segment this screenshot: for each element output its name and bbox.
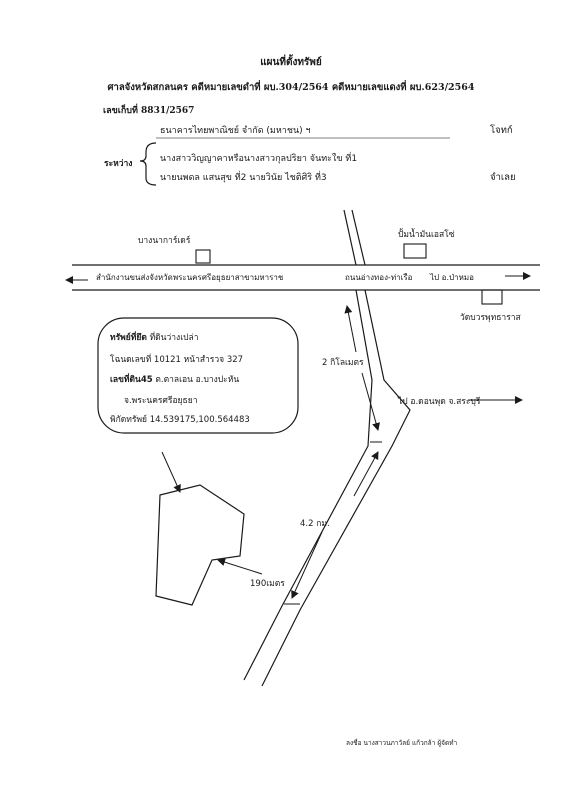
distance-2km: 2 กิโลเมตร — [322, 358, 364, 368]
dist-2km-arrow-down — [361, 372, 380, 431]
preparer-signature: ลงชื่อ นางสาวนภาวัลย์ แก้วกล้า ผู้จัดทำ — [346, 739, 458, 747]
property-plot — [155, 484, 245, 606]
property-info-box — [97, 317, 299, 434]
distance-4-2km: 4.2 กม. — [300, 519, 330, 529]
page-title: แผนที่ตั้งทรัพย์ — [260, 57, 322, 68]
property-title: ทรัพย์ที่ยึด ที่ดินว่างเปล่า — [110, 330, 198, 344]
dist-190m-arrow — [217, 558, 263, 575]
bangna-garden-marker — [195, 249, 211, 264]
dist-42km-arrow-up — [353, 451, 379, 497]
parties-bracket — [139, 142, 157, 186]
dist-42km-arrow-down — [291, 531, 323, 599]
property-parcel-bold: เลขที่ดิน45 — [110, 375, 153, 385]
defendant-line-1: นางสาววิญญาคาหรือนางสาวกุลปริยา จันทะใข … — [160, 154, 358, 164]
road-label-left: สำนักงานขนส่งจังหวัดพระนครศรีอยุธยาสาขาม… — [96, 273, 284, 282]
property-pointer-arrow — [161, 451, 181, 493]
plaintiff-name: ธนาคารไทยพาณิชย์ จำกัด (มหาชน) ฯ — [160, 126, 311, 136]
property-coordinates: พิกัดทรัพย์ 14.539175,100.564483 — [110, 415, 250, 425]
side-road-right-edge — [261, 209, 411, 687]
landmark-bangna-garden: บางนาการ์เดร์ — [138, 236, 191, 246]
property-deed: โฉนดเลขที่ 10121 หน้าสำรวจ 327 — [110, 355, 244, 365]
defendant-role: จำเลย — [490, 172, 516, 183]
landmark-temple: วัดบวรพุทธาราส — [460, 313, 521, 323]
plaintiff-role: โจทก์ — [490, 125, 513, 136]
case-subtitle: ศาลจังหวัดสกลนคร คดีหมายเลขดำที่ ผบ.304/… — [107, 82, 475, 93]
distance-190m: 190เมตร — [250, 579, 285, 589]
property-label-rest: ที่ดินว่างเปล่า — [149, 333, 199, 343]
property-province: จ.พระนครศรีอยุธยา — [124, 396, 198, 406]
dist-2km-arrow-up — [344, 305, 357, 353]
side-road-label: ไป อ.ดอนพุด จ.สระบุรี — [398, 397, 481, 407]
between-label: ระหว่าง — [104, 159, 133, 169]
property-label-bold: ทรัพย์ที่ยึด — [110, 333, 147, 343]
landmark-gas-station: ปั้มน้ำมันเอสโซ่ — [398, 230, 455, 240]
temple-marker — [481, 289, 503, 305]
road-label-right: ไป อ.ป่าหมอ — [430, 273, 474, 282]
road-label-center: ถนนอ่างทอง-ท่าเรือ — [345, 273, 413, 282]
reference-number: เลขเก็บที่ 8831/2567 — [103, 106, 195, 116]
property-parcel-rest: ต.ตาลเอน อ.บางปะหัน — [155, 375, 240, 385]
gas-station-marker — [403, 243, 427, 259]
defendant-line-2: นายนพดล แสนสุข ที่2 นายวินัย ไชติศิริ ที… — [160, 173, 327, 183]
side-road-left-edge — [243, 209, 373, 681]
property-parcel: เลขที่ดิน45 ต.ตาลเอน อ.บางปะหัน — [110, 372, 239, 386]
